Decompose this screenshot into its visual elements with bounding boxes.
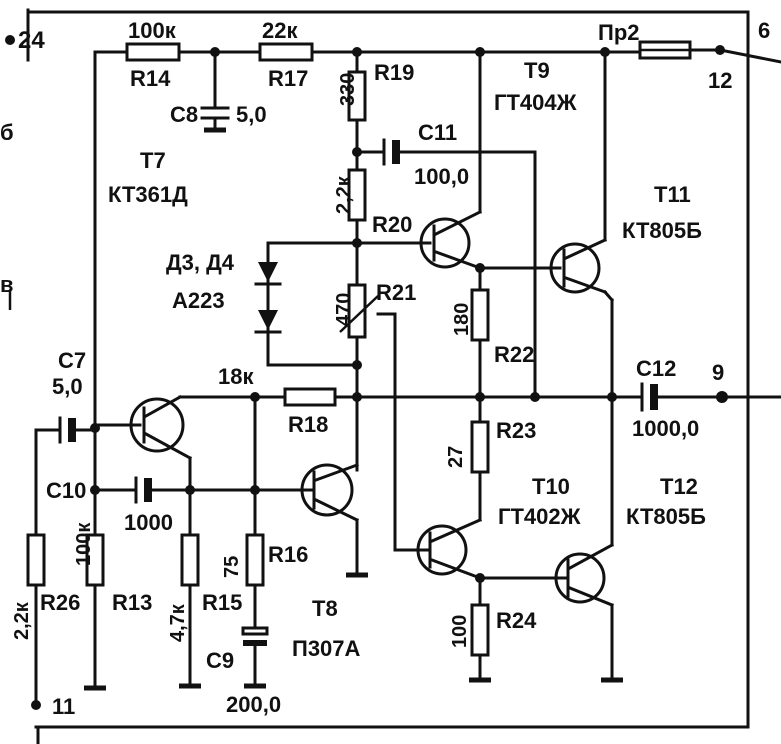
r17-ref: R17 <box>268 66 308 91</box>
r15-value: 4,7к <box>167 603 189 642</box>
resistor-r24 <box>470 603 490 657</box>
t9-type: ГТ404Ж <box>494 90 577 115</box>
r18-value: 18к <box>218 364 254 389</box>
transistor-t9 <box>355 50 485 292</box>
diodes-ref: Д3, Д4 <box>166 250 235 275</box>
t12-type: КТ805Б <box>626 504 706 529</box>
diodes-d3-d4 <box>254 241 359 367</box>
r19-value: 330 <box>337 73 359 106</box>
t7-ref: T7 <box>140 148 166 173</box>
t8-ref: T8 <box>312 596 338 621</box>
r18-ref: R18 <box>288 412 328 437</box>
terminal-12-dot <box>715 45 725 55</box>
r24-value: 100 <box>449 615 471 648</box>
resistor-r14 <box>125 42 181 62</box>
r20-value: 2,2к <box>333 175 355 214</box>
t11-ref: T11 <box>654 182 691 207</box>
r14-ref: R14 <box>130 66 171 91</box>
r19-ref: R19 <box>374 60 414 85</box>
c7-value: 5,0 <box>52 374 83 399</box>
c8-ref: C8 <box>170 102 198 127</box>
terminal-11-label: 11 <box>52 694 75 719</box>
c11-ref: C11 <box>418 120 457 145</box>
r22-ref: R22 <box>494 342 534 367</box>
capacitor-c8 <box>200 50 230 133</box>
r20-ref: R20 <box>372 212 412 237</box>
c9-ref: C9 <box>206 648 234 673</box>
capacitor-c11 <box>355 138 537 399</box>
c10-value: 1000 <box>124 510 173 535</box>
r21-ref: R21 <box>376 280 416 305</box>
c9-value: 200,0 <box>226 692 281 717</box>
fuse-pr2 <box>638 40 781 64</box>
fuse-label: Пр2 <box>598 20 640 45</box>
r23-value: 27 <box>445 446 467 468</box>
diodes-type: А223 <box>172 288 225 313</box>
c12-ref: C12 <box>636 356 676 381</box>
edge-fragment-left1: б <box>0 120 14 145</box>
transistor-t7 <box>93 394 193 492</box>
terminal-24-label: 24 <box>18 27 45 54</box>
t12-ref: T12 <box>660 474 698 499</box>
transistor-t12 <box>478 542 623 683</box>
transistor-t8 <box>298 463 368 578</box>
c10-ref: C10 <box>46 478 86 503</box>
r16-value: 75 <box>221 556 243 578</box>
t7-type: КТ361Д <box>108 182 188 207</box>
resistor-r26 <box>26 533 46 707</box>
r26-ref: R26 <box>40 590 80 615</box>
transistor-t11 <box>478 50 615 399</box>
resistor-r22 <box>470 288 490 342</box>
bias-chain <box>339 50 422 552</box>
r21-value: 470 <box>333 293 355 326</box>
t10-ref: T10 <box>532 474 570 499</box>
r17-value: 22к <box>262 18 298 43</box>
resistor-r18-branch <box>178 387 362 407</box>
r13-ref: R13 <box>112 590 152 615</box>
resistor-r17 <box>258 42 314 62</box>
r15-ref: R15 <box>202 590 242 615</box>
t8-type: П307А <box>292 636 361 661</box>
resistor-r18 <box>283 387 337 407</box>
terminal-12-label: 12 <box>708 68 732 93</box>
terminal-6-label: 6 <box>758 18 770 43</box>
c11-value: 100,0 <box>414 164 469 189</box>
resistor-r13 <box>84 533 106 691</box>
capacitor-c9 <box>241 626 269 636</box>
top-rail <box>93 42 642 690</box>
resistor-r15 <box>179 488 201 689</box>
r14-value: 100к <box>128 18 177 43</box>
r24-ref: R24 <box>496 608 537 633</box>
transistor-t10 <box>416 518 491 683</box>
edge-fragment-left2: в <box>0 272 14 297</box>
r13-value: 100к <box>73 522 95 566</box>
t9-ref: T9 <box>524 58 550 83</box>
c8-value: 5,0 <box>236 102 267 127</box>
r23-ref: R23 <box>496 418 536 443</box>
resistor-r23 <box>470 420 490 474</box>
c7-ref: C7 <box>58 348 86 373</box>
emitter-resistors <box>470 288 490 522</box>
t11-type: КТ805Б <box>622 218 702 243</box>
terminal-9-dot <box>716 391 728 403</box>
resistor-r16 <box>245 533 265 587</box>
terminal-11-dot <box>31 700 41 710</box>
terminal-9-label: 9 <box>712 360 724 385</box>
r22-value: 180 <box>451 303 473 336</box>
t10-type: ГТ402Ж <box>498 504 581 529</box>
terminal-24-dot <box>5 35 15 45</box>
r16-ref: R16 <box>268 542 308 567</box>
capacitor-c7 <box>34 416 100 537</box>
c12-value: 1000,0 <box>632 416 699 441</box>
capacitor-c10 <box>90 476 302 504</box>
r26-value: 2,2к <box>11 601 33 640</box>
board-frame <box>8 8 750 744</box>
r16-c9-branch <box>241 395 269 689</box>
